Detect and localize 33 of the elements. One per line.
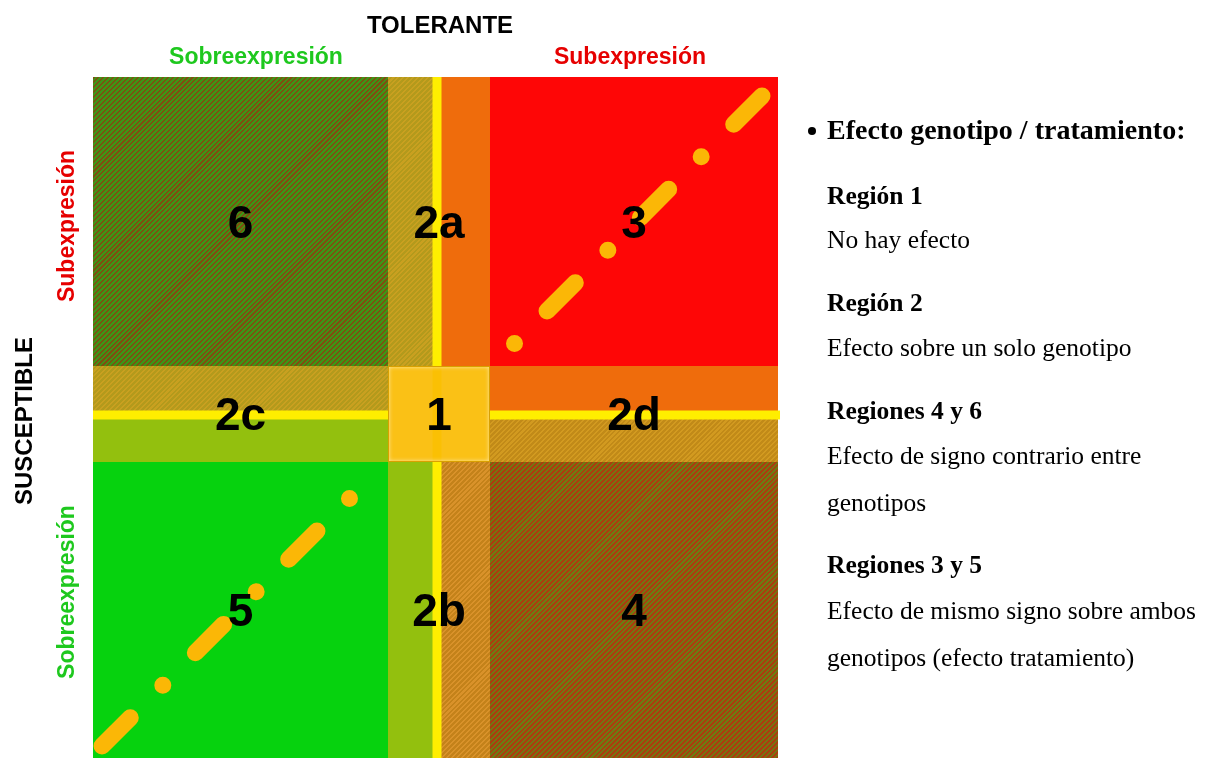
region-description: Efecto sobre un solo genotipo [827, 332, 1132, 362]
region-cell [490, 77, 778, 366]
region-band [388, 462, 490, 758]
region-description: No hay efecto [827, 224, 970, 254]
region-heading: Regiones 3 y 5 [827, 549, 983, 579]
region-heading: Regiones 4 y 6 [827, 395, 983, 425]
region-number: 2a [413, 198, 465, 245]
region-band [388, 77, 490, 366]
region-cell [490, 462, 778, 758]
region-description: Efecto de signo contrario entre genotipos [827, 440, 1143, 519]
axis-category-label: Sobreexpresión [52, 505, 80, 679]
center-region-box [388, 366, 490, 462]
region-number: 4 [621, 587, 647, 633]
axis-category-label: Subexpresión [52, 149, 80, 303]
region-band [490, 366, 778, 462]
region-band [93, 366, 388, 462]
region-number: 3 [621, 198, 647, 245]
region-number: 1 [426, 391, 452, 437]
region-heading: Región 2 [827, 287, 923, 317]
region-cell [93, 462, 388, 758]
axis-title: SUSCEPTIBLE [10, 337, 38, 505]
legend-heading: Efecto genotipo / tratamiento: [827, 114, 1186, 147]
axis-title: TOLERANTE [366, 11, 514, 39]
axis-category-label: Subexpresión [553, 42, 707, 70]
region-heading: Región 1 [827, 180, 923, 210]
region-number: 2b [412, 587, 466, 633]
region-description: Efecto de mismo signo sobre ambos genotipos (efecto tratamiento) [827, 595, 1197, 674]
region-number: 6 [227, 198, 254, 245]
region-number: 2d [607, 391, 661, 437]
region-number: 2c [214, 391, 267, 437]
region-cell [93, 77, 388, 366]
axis-category-label: Sobreexpresión [169, 42, 343, 70]
region-number: 5 [227, 587, 254, 633]
